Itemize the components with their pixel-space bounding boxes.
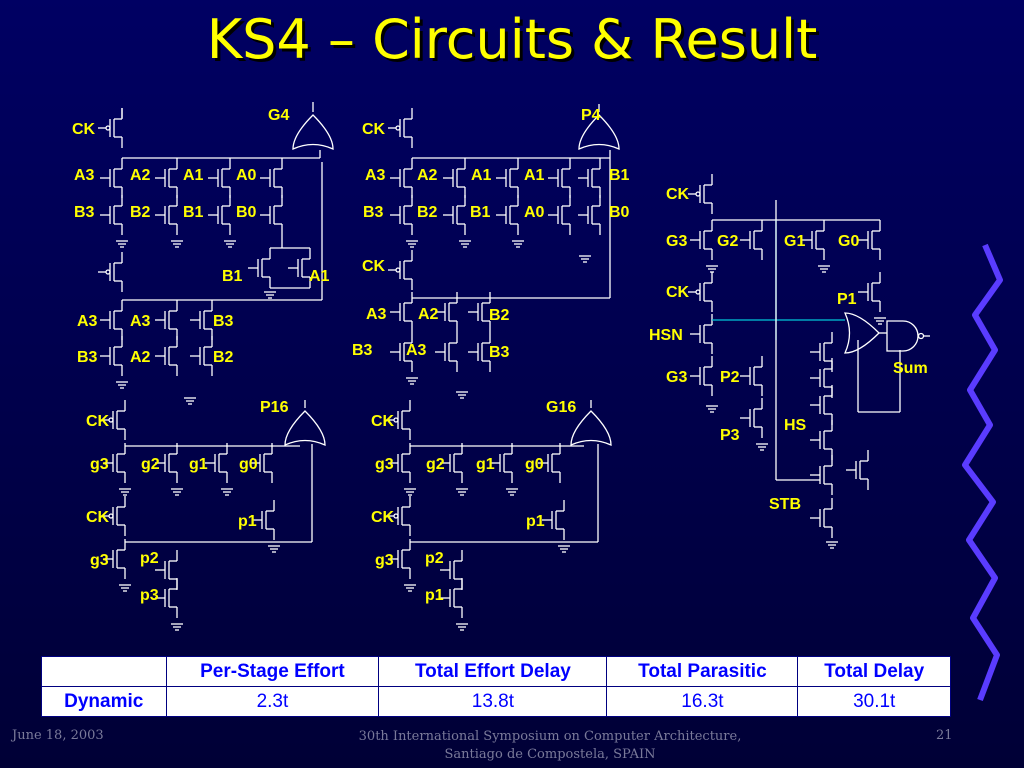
p4-circuit — [387, 104, 620, 399]
label-b1-3: B1 — [609, 167, 630, 184]
label-p4: P4 — [581, 107, 601, 124]
label-p1-1: p1 — [238, 513, 257, 530]
label-p3-2: P3 — [720, 427, 740, 444]
label-p1-2: p1 — [526, 513, 545, 530]
g16-circuit — [385, 399, 612, 631]
table-cell: 2.3t — [165, 686, 380, 717]
label-g2-2: g2 — [426, 456, 445, 473]
label-g4: G4 — [268, 107, 289, 124]
label-b1-4: B1 — [470, 204, 491, 221]
label-b3-4: B3 — [363, 204, 384, 221]
label-b3-5: B3 — [352, 342, 373, 359]
label-a3-5: A3 — [366, 306, 387, 323]
label-hs: HS — [784, 417, 807, 434]
circuit-diagram: G4 CK A3 A2 A1 A0 B3 B2 B1 B0 B1 A1 A3 A… — [72, 102, 930, 631]
results-table: Per-Stage Effort Total Effort Delay Tota… — [41, 656, 951, 717]
table-cell: 13.8t — [378, 686, 608, 717]
label-a1-4: A1 — [524, 167, 545, 184]
label-b2-3: B2 — [417, 204, 438, 221]
g4-circuit — [97, 102, 334, 405]
table-cell: 30.1t — [797, 686, 951, 717]
label-p1-3: p1 — [425, 587, 444, 604]
label-b0-2: B0 — [609, 204, 630, 221]
table-row-label: Dynamic — [41, 686, 167, 717]
label-ck-5: CK — [86, 509, 110, 526]
label-ck-8: CK — [666, 186, 690, 203]
table-header-total-effort-delay: Total Effort Delay — [378, 656, 608, 687]
label-ck-1: CK — [72, 121, 96, 138]
label-ck-4: CK — [86, 413, 110, 430]
label-b2-2: B2 — [213, 349, 234, 366]
table-cell: 16.3t — [606, 686, 799, 717]
label-ck-7: CK — [371, 509, 395, 526]
label-b3-1: B3 — [74, 204, 95, 221]
table-header-empty — [41, 656, 167, 687]
label-g3-3: g3 — [375, 456, 394, 473]
label-a3-6: A3 — [406, 342, 427, 359]
label-g3-4: g3 — [375, 552, 394, 569]
label-a3-3: A3 — [130, 313, 151, 330]
label-a3-1: A3 — [74, 167, 95, 184]
label-a2-2: A2 — [130, 349, 151, 366]
p16-circuit — [100, 399, 326, 631]
label-a2-4: A2 — [418, 306, 439, 323]
label-p2-3: P2 — [720, 369, 740, 386]
label-g3-2: g3 — [90, 552, 109, 569]
label-hsn: HSN — [649, 327, 683, 344]
label-a3-2: A3 — [77, 313, 98, 330]
label-p2-2: p2 — [425, 550, 444, 567]
footer-conference-line1: 30th International Symposium on Computer… — [358, 729, 742, 744]
label-b1-1: B1 — [183, 204, 204, 221]
decorative-squiggle — [962, 243, 1003, 702]
label-g0-1: g0 — [239, 456, 258, 473]
label-ck-3: CK — [362, 258, 386, 275]
label-sum: Sum — [893, 360, 928, 377]
label-p3-1: p3 — [140, 587, 159, 604]
label-a0-1: A0 — [236, 167, 257, 184]
label-g3-6: G3 — [666, 369, 687, 386]
label-b3-6: B3 — [489, 344, 510, 361]
label-g16: G16 — [546, 399, 576, 416]
label-g3-5: G3 — [666, 233, 687, 250]
label-g1-3: G1 — [784, 233, 805, 250]
label-g1-2: g1 — [476, 456, 495, 473]
label-b0-1: B0 — [236, 204, 257, 221]
table-header-total-parasitic: Total Parasitic — [606, 656, 799, 687]
label-a1-2: A1 — [309, 268, 330, 285]
label-b2-4: B2 — [489, 307, 510, 324]
label-p1-4: P1 — [837, 291, 857, 308]
label-g2-1: g2 — [141, 456, 160, 473]
label-p2-1: p2 — [140, 550, 159, 567]
label-a1-1: A1 — [183, 167, 204, 184]
slide-title: KS4 – Circuits & Result — [206, 8, 818, 71]
label-a0-2: A0 — [524, 204, 545, 221]
label-g2-3: G2 — [717, 233, 738, 250]
footer-page-number: 21 — [936, 728, 953, 743]
label-ck-6: CK — [371, 413, 395, 430]
label-p16: P16 — [260, 399, 289, 416]
label-g1-1: g1 — [189, 456, 208, 473]
label-b3-3: B3 — [77, 349, 98, 366]
table-header-per-stage-effort: Per-Stage Effort — [165, 656, 380, 687]
table-header-total-delay: Total Delay — [797, 656, 951, 687]
table-header-row: Per-Stage Effort Total Effort Delay Tota… — [41, 656, 951, 687]
label-a1-3: A1 — [471, 167, 492, 184]
label-g0-2: g0 — [525, 456, 544, 473]
label-a2-1: A2 — [130, 167, 151, 184]
label-a2-3: A2 — [417, 167, 438, 184]
label-a3-4: A3 — [365, 167, 386, 184]
label-ck-9: CK — [666, 284, 690, 301]
label-g0-3: G0 — [838, 233, 859, 250]
label-ck-2: CK — [362, 121, 386, 138]
sum-circuit — [687, 173, 930, 549]
label-g3-1: g3 — [90, 456, 109, 473]
label-stb: STB — [769, 496, 801, 513]
table-row: Dynamic 2.3t 13.8t 16.3t 30.1t — [41, 686, 951, 717]
footer-date: June 18, 2003 — [12, 728, 104, 743]
label-b2-1: B2 — [130, 204, 151, 221]
footer-conference: 30th International Symposium on Computer… — [290, 728, 810, 764]
label-b3-2: B3 — [213, 313, 234, 330]
footer-conference-line2: Santiago de Compostela, SPAIN — [444, 747, 656, 762]
label-b1-2: B1 — [222, 268, 243, 285]
